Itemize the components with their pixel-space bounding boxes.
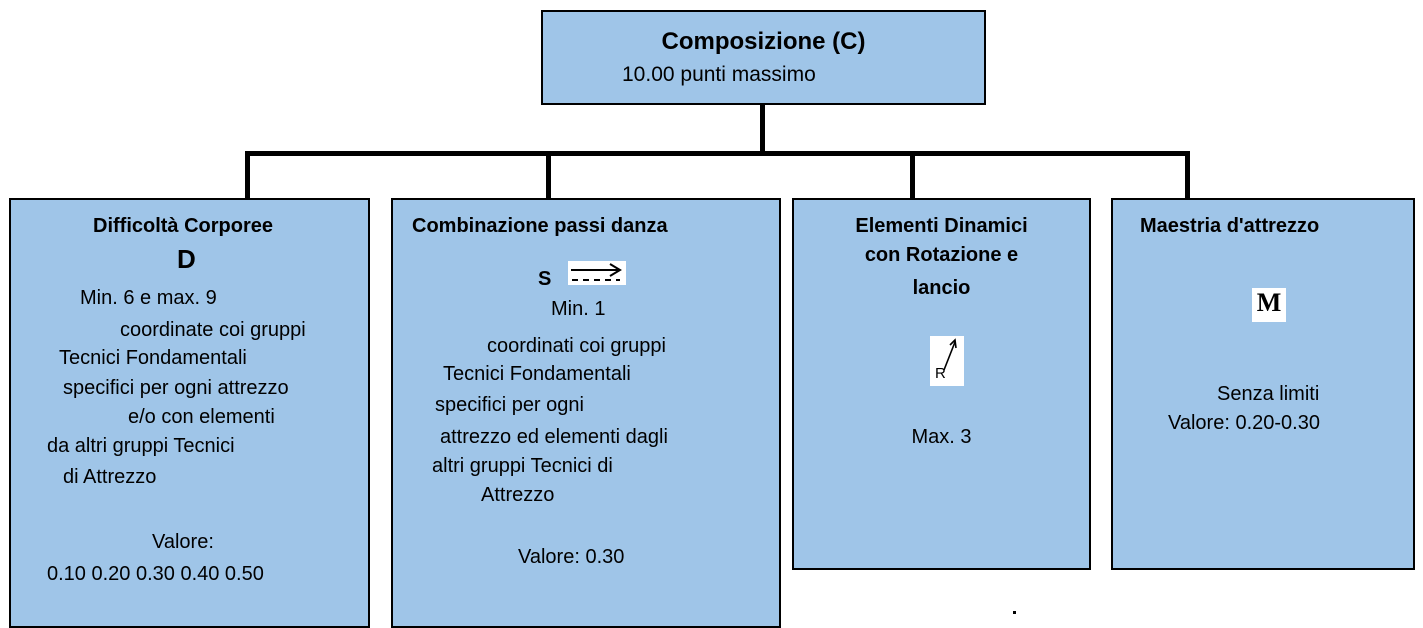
- box4-line: Senza limiti: [1217, 383, 1320, 405]
- box1-line: Tecnici Fondamentali: [59, 347, 247, 369]
- connector-bus: [245, 151, 1190, 156]
- box2-line: altri gruppi Tecnici di: [432, 455, 613, 477]
- arrow-dashed-icon: [568, 261, 626, 285]
- box1-line: specifici per ogni attrezzo: [63, 377, 289, 399]
- box3-line: Max. 3: [911, 426, 972, 448]
- box4-line: Valore: 0.20-0.30: [1168, 412, 1320, 434]
- box4-title: Maestria d'attrezzo: [1140, 215, 1320, 237]
- box1-line: Min. 6 e max. 9: [80, 287, 217, 309]
- symbol-r: R: [935, 365, 946, 382]
- box1-title: Difficoltà Corporee: [93, 215, 274, 237]
- connector-drop-1: [245, 151, 250, 199]
- root-subtitle: 10.00 punti massimo: [622, 63, 816, 86]
- box2-line: Attrezzo: [481, 484, 555, 506]
- box1-line: e/o con elementi: [128, 406, 275, 428]
- box-difficolta-corporee: [9, 198, 370, 628]
- box3-title-line: con Rotazione e: [864, 244, 1019, 266]
- symbol-d: D: [177, 244, 196, 274]
- connector-drop-4: [1185, 151, 1190, 199]
- box2-title: Combinazione passi danza: [412, 215, 668, 237]
- box1-line: Valore:: [152, 531, 214, 553]
- stray-mark: [1013, 611, 1016, 614]
- connector-drop-3: [910, 151, 915, 199]
- rotation-throw-icon: R: [930, 336, 964, 386]
- symbol-m: M: [1252, 288, 1286, 322]
- box1-line: coordinate coi gruppi: [120, 319, 306, 341]
- box3-title-line: lancio: [912, 277, 971, 299]
- symbol-s: S: [538, 268, 552, 290]
- box2-line: Valore: 0.30: [518, 546, 625, 568]
- box2-line: attrezzo ed elementi dagli: [440, 426, 668, 448]
- box1-line: 0.10 0.20 0.30 0.40 0.50: [47, 563, 264, 585]
- box2-line: coordinati coi gruppi: [487, 335, 666, 357]
- box1-line: di Attrezzo: [63, 466, 157, 488]
- box2-line: specifici per ogni: [435, 394, 584, 416]
- box1-line: da altri gruppi Tecnici: [47, 435, 235, 457]
- connector-drop-2: [546, 151, 551, 199]
- box2-line: Tecnici Fondamentali: [443, 363, 631, 385]
- root-title: Composizione (C): [661, 28, 866, 55]
- box3-title-line: Elementi Dinamici: [855, 215, 1028, 237]
- box2-line: Min. 1: [551, 298, 606, 320]
- root-box: [541, 10, 986, 105]
- connector-trunk: [760, 104, 765, 155]
- box-maestria-attrezzo: [1111, 198, 1415, 570]
